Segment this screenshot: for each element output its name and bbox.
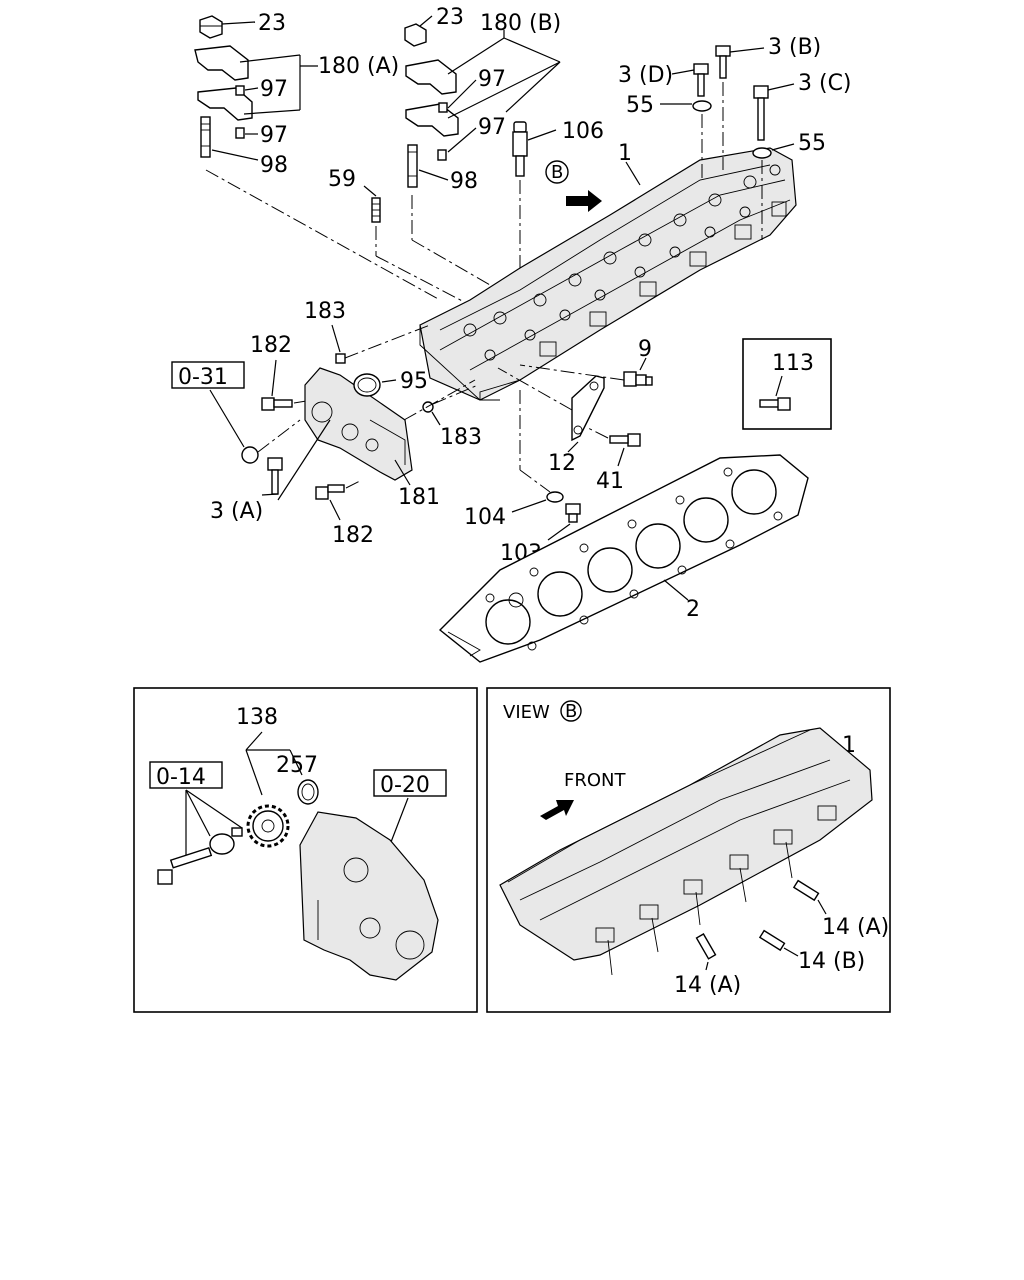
washer-55-right [752,147,772,159]
bolt-113 [759,397,791,411]
plug-103 [565,503,581,523]
bearing-cap-180a [194,45,253,139]
nut-23-left [199,15,223,39]
bolt-182-lower [315,484,345,500]
ref-0-14: 0-14 [156,765,206,790]
sleeve-106 [512,121,528,177]
bolt-0-14 [157,827,243,885]
bolt-3c [753,85,769,141]
stud-98-left [200,116,211,158]
o-ring-95 [353,373,381,397]
callout-1: 1 [618,141,632,166]
callout-2: 2 [686,597,700,622]
stud-14a-lower [695,933,717,960]
gear-138 [246,804,290,848]
callout-98-middle: 98 [450,169,478,194]
callout-97-c: 97 [478,67,506,92]
bolt-182-upper [261,397,293,411]
ref-0-20: 0-20 [380,773,430,798]
callout-183-lower: 183 [440,425,482,450]
box-113 [742,338,832,430]
callout-23-left: 23 [258,11,286,36]
nut-23-middle [404,23,427,47]
bolt-3a [267,457,283,495]
cylinder-head-view-b [499,727,873,976]
callout-180a: 180 (A) [318,54,399,79]
housing-181 [304,367,413,481]
view-b-arrow-icon [566,190,602,212]
callout-14b: 14 (B) [798,949,865,974]
head-gasket-2 [438,454,809,663]
callout-97-a: 97 [260,77,288,102]
panel-timing-gear [133,687,478,1013]
stud-14b [758,929,786,952]
callout-97-d: 97 [478,115,506,140]
ref-0-31: 0-31 [178,365,228,390]
callout-183-upper: 183 [304,299,346,324]
ref-box-0-20[interactable] [373,769,447,797]
panel-view-b [486,687,891,1013]
callout-180b: 180 (B) [480,11,561,36]
callout-104: 104 [464,505,506,530]
view-b-letter: B [565,701,577,722]
view-b-circle [560,700,582,722]
callout-14a-right: 14 (A) [822,915,889,940]
washer-104 [546,491,564,503]
stud-98-middle [407,144,418,188]
callout-41: 41 [596,469,624,494]
front-arrow-icon [540,800,574,820]
callout-182-upper: 182 [250,333,292,358]
bolt-3b [715,45,731,79]
ref-0-31-target [241,446,259,464]
pin-59 [371,197,381,223]
front-label: FRONT [564,770,626,791]
callout-95: 95 [400,369,428,394]
bearing-cap-180b [405,59,459,161]
callout-182-lower: 182 [332,523,374,548]
view-title: VIEW [503,702,550,723]
bolt-3d [693,63,709,97]
callout-257: 257 [276,753,318,778]
callout-113: 113 [772,351,814,376]
stud-14a-right [792,879,820,902]
callout-59: 59 [328,167,356,192]
ref-box-0-31[interactable] [171,361,245,389]
callout-12: 12 [548,451,576,476]
callout-181: 181 [398,485,440,510]
callout-138: 138 [236,705,278,730]
callout-23-middle: 23 [436,5,464,30]
callout-3b: 3 (B) [768,35,821,60]
callout-9: 9 [638,337,652,362]
sensor-9 [623,371,653,387]
callout-14a-lower: 14 (A) [674,973,741,998]
callout-55-right: 55 [798,131,826,156]
washer-55-left [692,100,712,112]
ref-box-0-14[interactable] [149,761,223,789]
gear-case-0-20 [299,811,439,981]
bolt-41 [609,433,641,447]
callout-98-left: 98 [260,153,288,178]
callout-97-b: 97 [260,123,288,148]
bushing-257 [297,779,319,805]
svg-text:B: B [551,162,563,183]
view-b-marker: B [545,160,602,212]
callout-3a: 3 (A) [210,499,263,524]
callout-55-left: 55 [626,93,654,118]
cylinder-head-1 [419,147,797,401]
callout-3d: 3 (D) [618,63,673,88]
callout-106: 106 [562,119,604,144]
plug-183-upper [335,353,346,364]
bracket-12 [571,375,605,442]
callout-3c: 3 (C) [798,71,852,96]
